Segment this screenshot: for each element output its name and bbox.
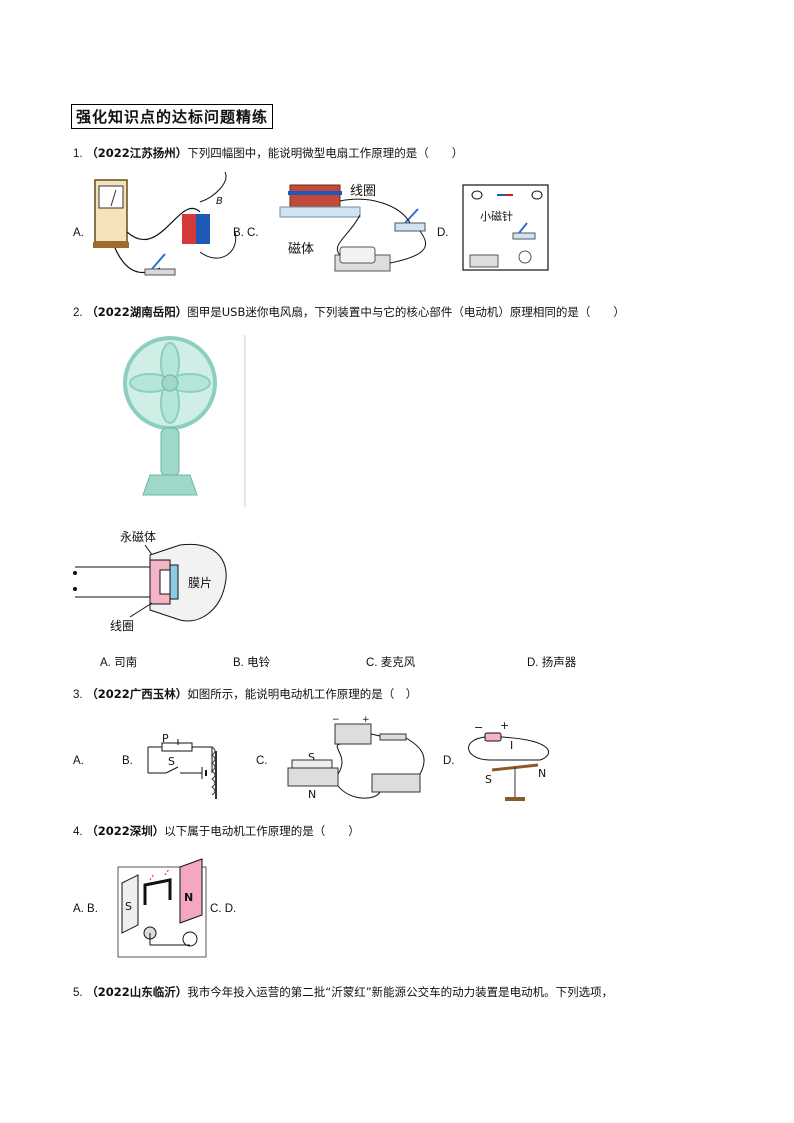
question-source: （2022山东临沂） — [86, 985, 188, 999]
label-n: N — [308, 788, 316, 801]
q4-figure-ab: S N — [117, 858, 207, 958]
label-s: S — [485, 773, 492, 786]
option-text: 电铃 — [247, 657, 271, 669]
label-p: P — [162, 732, 169, 745]
q3-figure-c: − + S N — [287, 716, 425, 801]
label-s: S — [125, 900, 132, 913]
question-text: 以下属于电动机工作原理的是（ ） — [164, 824, 360, 838]
q3-option-c: C. — [256, 755, 268, 767]
question-number: 1. — [73, 148, 83, 160]
option-label: B. — [233, 657, 244, 669]
speaker-diagram: 永磁体 膜片 线圈 — [73, 529, 227, 633]
question-number: 4. — [73, 826, 83, 838]
label-plus: + — [500, 719, 509, 732]
label-plus: + — [362, 716, 370, 725]
question-source: （2022广西玉林） — [86, 687, 188, 701]
label-n: N — [184, 891, 193, 904]
q2-option-b: B. 电铃 — [233, 654, 270, 670]
question-number: 2. — [73, 307, 83, 319]
question-text: 如图所示，能说明电动机工作原理的是（ ） — [187, 687, 418, 701]
label-n: N — [538, 767, 546, 780]
label-diaphragm: 膜片 — [188, 576, 212, 590]
question-source: （2022深圳） — [86, 824, 165, 838]
q1-figure-a: B — [93, 172, 237, 276]
question-source: （2022湖南岳阳） — [86, 305, 188, 319]
option-text: 司南 — [114, 657, 138, 669]
option-text: 麦克风 — [380, 657, 416, 669]
question-1: 1. （2022江苏扬州）下列四幅图中，能说明微型电扇工作原理的是（ ） — [73, 145, 463, 162]
label-coil: 线圈 — [350, 184, 376, 199]
question-text: 我市今年投入运营的第二批“沂蒙红”新能源公交车的动力装置是电动机。下列选项， — [187, 985, 614, 999]
label-minus: − — [474, 721, 483, 734]
q4-option-ab: A. B. — [73, 903, 98, 915]
q2-option-d: D. 扬声器 — [527, 654, 576, 670]
label-b: B — [216, 196, 223, 207]
question-2: 2. （2022湖南岳阳）图甲是USB迷你电风扇，下列装置中与它的核心部件（电动… — [73, 304, 625, 321]
label-magnet: 磁体 — [288, 242, 314, 257]
q3-figure-b: P S — [147, 732, 217, 799]
q1-option-d: D. — [437, 227, 449, 239]
question-text: 图甲是USB迷你电风扇，下列装置中与它的核心部件（电动机）原理相同的是（ ） — [187, 305, 625, 319]
q3-option-d: D. — [443, 755, 455, 767]
q2-option-c: C. 麦克风 — [366, 654, 415, 670]
question-3: 3. （2022广西玉林）如图所示，能说明电动机工作原理的是（ ） — [73, 686, 417, 703]
question-text: 下列四幅图中，能说明微型电扇工作原理的是（ ） — [187, 146, 464, 160]
question-5: 5. （2022山东临沂）我市今年投入运营的第二批“沂蒙红”新能源公交车的动力装… — [73, 984, 613, 1001]
question-number: 5. — [73, 987, 83, 999]
question-4: 4. （2022深圳）以下属于电动机工作原理的是（ ） — [73, 823, 360, 840]
q3-option-b: B. — [122, 755, 133, 767]
question-number: 3. — [73, 689, 83, 701]
label-s: S — [308, 751, 315, 764]
q1-figure-c: 线圈 磁体 — [279, 184, 427, 272]
q1-option-bc: B. C. — [233, 227, 259, 239]
q1-option-a: A. — [73, 227, 84, 239]
label-i: I — [510, 739, 513, 752]
q4-option-cd: C. D. — [210, 903, 237, 915]
option-text: 扬声器 — [541, 657, 577, 669]
question-source: （2022江苏扬州） — [86, 146, 188, 160]
q2-option-a: A. 司南 — [100, 654, 137, 670]
q3-figure-d: − + I S N — [468, 719, 549, 801]
label-permanent-magnet: 永磁体 — [120, 529, 156, 544]
option-label: D. — [527, 657, 539, 669]
q1-figure-d: 小磁针 — [462, 184, 549, 271]
label-coil: 线圈 — [110, 619, 134, 633]
option-label: C. — [366, 657, 378, 669]
label-s: S — [168, 755, 175, 768]
label-minus: − — [332, 716, 340, 725]
label-small-needle: 小磁针 — [480, 209, 513, 223]
usb-fan-image — [123, 335, 246, 507]
option-label: A. — [100, 657, 111, 669]
q3-option-a: A. — [73, 755, 84, 767]
section-title: 强化知识点的达标问题精练 — [71, 104, 274, 129]
